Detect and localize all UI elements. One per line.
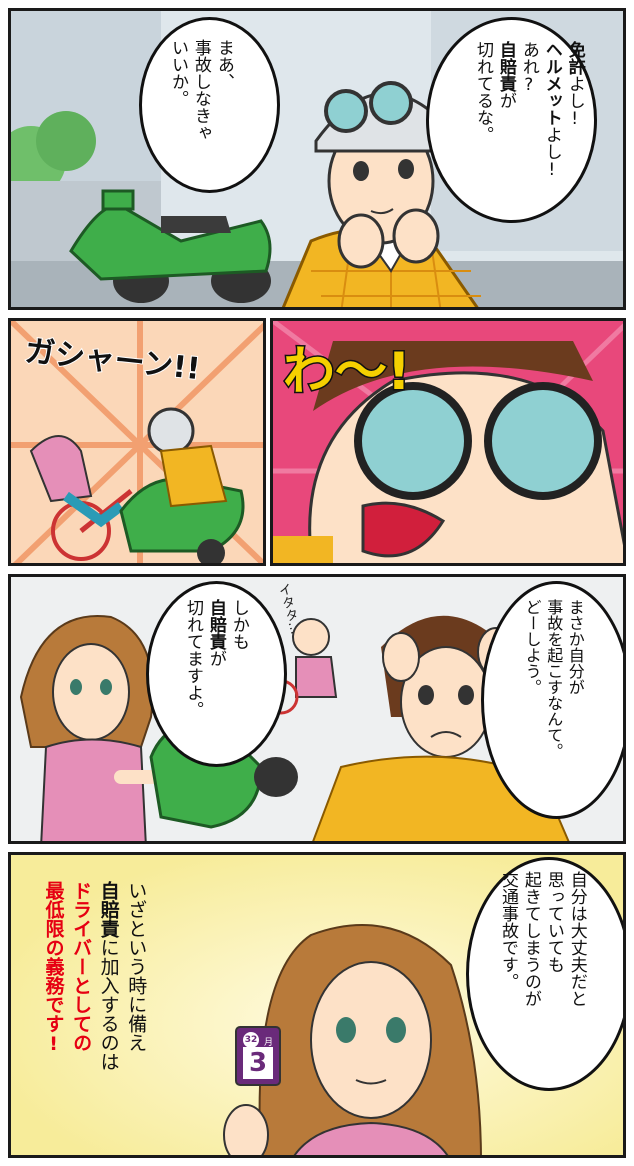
narration-text: いざという時に備え 自賠責に加入するのは ドライバーとしての 最低限の義務です! — [39, 881, 149, 1151]
speech-text-masaka: まさか自分が 事故を起こすなんて。 どーしよう。 — [522, 599, 585, 759]
speech-bubble-helmet — [426, 17, 597, 223]
speech-text-shikamo: しかも 自賠責が 切れてますよ。 — [182, 599, 249, 718]
speech-bubble-masaka — [481, 581, 623, 819]
woman-character — [19, 615, 198, 841]
sticker-unit: 月 — [264, 1038, 274, 1048]
panel-2-crash: ガシャーン!! — [8, 318, 266, 566]
speech-text-helmet: 免許よし! ヘルメットよし! あれ? 自賠責が 切れてるな。 — [471, 41, 586, 211]
speech-bubble-maa — [139, 17, 280, 193]
sfx-wa: わ〜! — [282, 341, 413, 404]
scooter-illustration — [69, 189, 272, 303]
panel-4: 32 月 3 自分は大丈夫だと 思っていても 起きてしまうのが 交通事故です。 … — [8, 852, 626, 1158]
narration-line-2: 自賠責に加入するのは — [97, 881, 120, 1071]
narration-line-4: 最低限の義務です! — [42, 881, 65, 1055]
panel-1: 免許よし! ヘルメットよし! あれ? 自賠責が 切れてるな。 まあ、 事故しなき… — [8, 8, 626, 310]
panel-2-surprise-art — [273, 321, 623, 563]
speech-text-maa: まあ、 事故しなきゃ いいか。 — [167, 39, 234, 141]
panel-3: イタタ… まさか自分が 事故を起こすなんて。 どーしよう。 しかも 自賠責が 切… — [8, 574, 626, 844]
line-menkyo: 免許よし! — [564, 41, 585, 129]
panel-2-surprise: わ〜! — [270, 318, 626, 566]
line-jibaiseki: 自賠責が — [495, 41, 516, 109]
line-kireteru: 切れてるな。 — [472, 41, 493, 143]
sticker-main-number: 3 — [243, 1047, 273, 1079]
man-character — [281, 81, 481, 307]
line-helmet: ヘルメットよし! — [541, 41, 562, 180]
woman-character-explaining — [223, 924, 482, 1155]
speech-bubble-daijoubu — [466, 857, 623, 1091]
line-are: あれ? — [518, 41, 539, 95]
sticker-top-number: 32 — [243, 1032, 259, 1048]
speech-text-daijoubu: 自分は大丈夫だと 思っていても 起きてしまうのが 交通事故です。 — [497, 871, 587, 1007]
panel-2-crash-art — [11, 321, 263, 563]
speech-bubble-shikamo — [146, 581, 287, 767]
narration-line-1: いざという時に備え — [125, 881, 148, 1052]
narration-line-3: ドライバーとしての — [70, 881, 93, 1052]
panel-3-art — [11, 577, 623, 841]
